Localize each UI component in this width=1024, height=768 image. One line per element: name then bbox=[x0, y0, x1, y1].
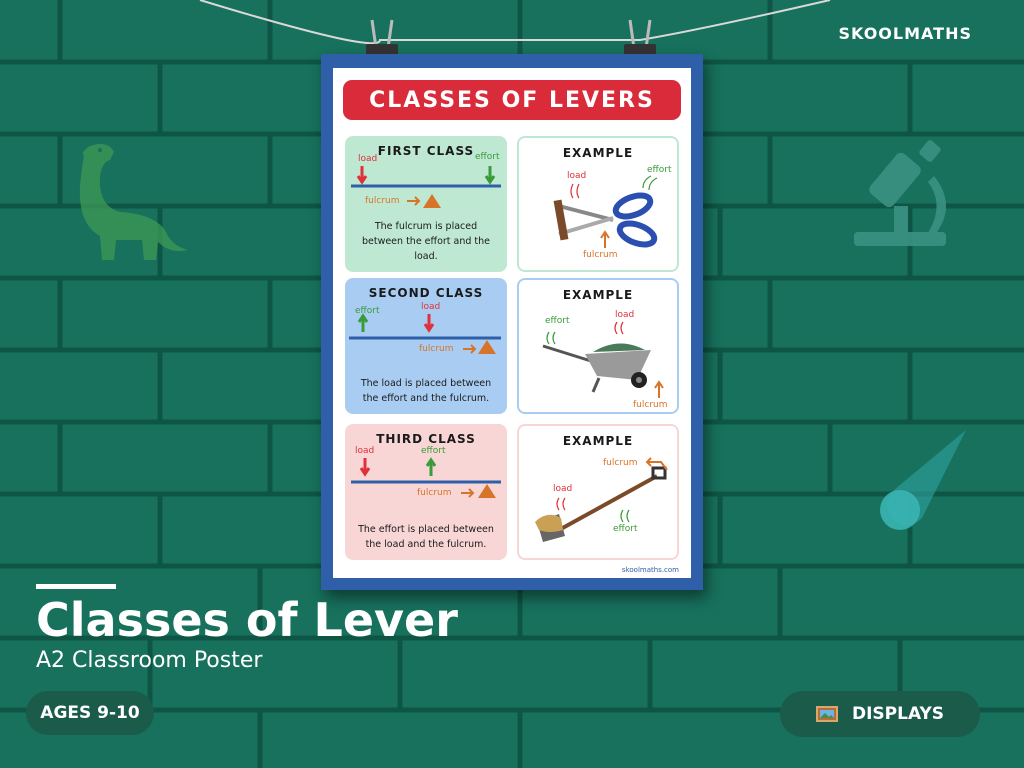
third-load-label: load bbox=[355, 446, 375, 456]
title-accent-bar bbox=[36, 584, 116, 589]
first-class-title: FIRST CLASS bbox=[377, 144, 475, 158]
example-scissors-card: EXAMPLE load effort fulcrum bbox=[517, 136, 679, 272]
third-class-description: The effort is placed between the load an… bbox=[358, 524, 494, 550]
dinosaur-icon bbox=[79, 144, 188, 260]
third-class-title: THIRD CLASS bbox=[376, 432, 476, 446]
second-class-card: SECOND CLASS effort load fulcrum The loa… bbox=[345, 278, 507, 414]
example-2-fulcrum-label: fulcrum bbox=[633, 400, 668, 410]
brand-logo-text: SKOOLMATHS bbox=[838, 24, 972, 43]
second-class-description: The load is placed between the effort an… bbox=[360, 378, 492, 404]
ages-badge-label: AGES 9-10 bbox=[40, 703, 140, 723]
product-subtitle: A2 Classroom Poster bbox=[36, 648, 263, 673]
example-wheelbarrow-card: EXAMPLE effort load fulcrum bbox=[517, 278, 679, 414]
first-fulcrum-label: fulcrum bbox=[365, 196, 400, 206]
example-3-fulcrum-label: fulcrum bbox=[603, 458, 638, 468]
scissors-illustration bbox=[553, 175, 658, 248]
second-class-diagram bbox=[349, 313, 501, 354]
first-class-description: The fulcrum is placed between the effort… bbox=[361, 221, 491, 262]
example-2-effort-label: effort bbox=[545, 316, 570, 326]
second-effort-label: effort bbox=[355, 306, 380, 316]
example-1-effort-label: effort bbox=[647, 165, 672, 175]
third-class-card: THIRD CLASS load effort fulcrum The effo… bbox=[345, 424, 507, 560]
comet-icon bbox=[880, 430, 966, 530]
example-shovel-card: EXAMPLE fulcrum load effort bbox=[517, 424, 679, 560]
poster-content: CLASSES OF LEVERS FIRST CLASS load effor… bbox=[333, 68, 691, 578]
example-2-load-label: load bbox=[615, 310, 635, 320]
third-fulcrum-label: fulcrum bbox=[417, 488, 452, 498]
example-1-title: EXAMPLE bbox=[562, 146, 634, 160]
second-load-label: load bbox=[421, 302, 441, 312]
second-class-title: SECOND CLASS bbox=[368, 286, 484, 300]
example-1-fulcrum-label: fulcrum bbox=[583, 250, 618, 260]
product-title: Classes of Lever bbox=[36, 593, 458, 647]
category-badge: DISPLAYS bbox=[780, 691, 980, 737]
microscope-icon bbox=[854, 140, 946, 246]
example-1-load-label: load bbox=[567, 171, 587, 181]
third-effort-label: effort bbox=[421, 446, 446, 456]
picture-frame-icon bbox=[815, 706, 838, 722]
poster-title: CLASSES OF LEVERS bbox=[343, 80, 681, 120]
example-3-load-label: load bbox=[553, 484, 573, 494]
example-3-effort-label: effort bbox=[613, 524, 638, 534]
ages-badge: AGES 9-10 bbox=[26, 691, 154, 735]
first-class-diagram bbox=[351, 166, 501, 208]
first-class-card: FIRST CLASS load effort fulcrum The fulc… bbox=[345, 136, 507, 272]
third-class-diagram bbox=[351, 457, 501, 498]
example-2-title: EXAMPLE bbox=[562, 288, 634, 302]
example-3-title: EXAMPLE bbox=[562, 434, 634, 448]
first-effort-label: effort bbox=[475, 152, 500, 162]
first-load-label: load bbox=[358, 154, 378, 164]
second-fulcrum-label: fulcrum bbox=[419, 344, 454, 354]
poster: CLASSES OF LEVERS FIRST CLASS load effor… bbox=[321, 54, 703, 590]
shovel-illustration bbox=[535, 457, 668, 542]
poster-footer-url: skoolmaths.com bbox=[621, 566, 679, 574]
category-badge-label: DISPLAYS bbox=[851, 704, 945, 724]
wheelbarrow-illustration bbox=[542, 321, 664, 398]
